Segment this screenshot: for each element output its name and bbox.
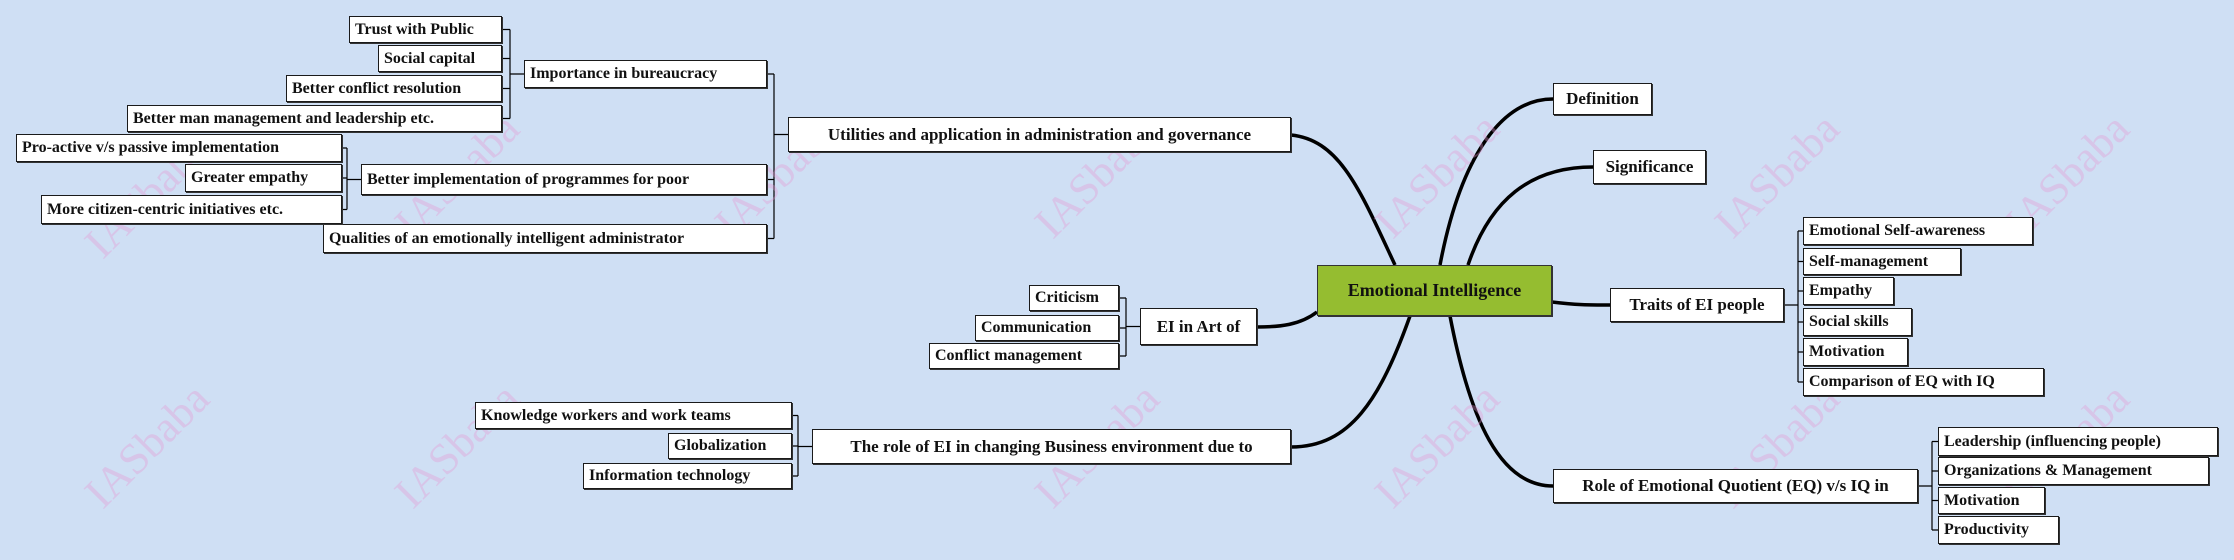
subtopic[interactable]: Motivation <box>1803 338 1908 366</box>
bracket-line <box>1918 440 1938 531</box>
subtopic[interactable]: Empathy <box>1803 277 1894 305</box>
subtopic[interactable]: Organizations & Management <box>1938 457 2209 485</box>
node-label: Knowledge workers and work teams <box>481 406 731 424</box>
subtopic-implementation[interactable]: Better implementation of programmes for … <box>361 164 767 195</box>
node-label: Globalization <box>674 437 767 454</box>
node-label: Self-management <box>1809 252 1929 270</box>
node-label: Motivation <box>1809 343 1885 360</box>
subtopic[interactable]: Comparison of EQ with IQ <box>1803 368 2044 396</box>
node-label: Better man management and leadership etc… <box>133 109 434 127</box>
node-label: Better conflict resolution <box>292 79 462 97</box>
subtopic[interactable]: Criticism <box>1029 285 1119 311</box>
leaf[interactable]: Greater empathy <box>185 164 342 192</box>
node-label: Motivation <box>1944 491 2020 509</box>
leaf[interactable]: Social capital <box>378 45 502 72</box>
branch-line <box>1438 97 1554 266</box>
subtopic[interactable]: Leadership (influencing people) <box>1938 427 2218 456</box>
node-label: Trust with Public <box>355 20 474 38</box>
node-label: Organizations & Management <box>1944 462 2152 479</box>
leaf[interactable]: More citizen-centric initiatives etc. <box>41 195 342 224</box>
node-label: Emotional Intelligence <box>1347 280 1522 300</box>
subtopic[interactable]: Emotional Self-awareness <box>1803 217 2033 245</box>
node-label: Comparison of EQ with IQ <box>1809 373 1995 390</box>
node-label: Significance <box>1605 157 1694 176</box>
topic-business[interactable]: The role of EI in changing Business envi… <box>812 429 1291 464</box>
node-label: Empathy <box>1809 282 1873 299</box>
branch-line <box>1256 310 1319 329</box>
node-label: Social skills <box>1809 313 1889 330</box>
bracket-line <box>502 28 524 120</box>
subtopic-importance[interactable]: Importance in bureaucracy <box>524 60 767 88</box>
topic-significance[interactable]: Significance <box>1593 150 1706 184</box>
branch-line <box>1448 315 1554 488</box>
subtopic[interactable]: Knowledge workers and work teams <box>475 402 792 429</box>
node-label: Communication <box>981 319 1092 336</box>
subtopic[interactable]: Motivation <box>1938 487 2045 514</box>
node-label: Utilities and application in administrat… <box>827 124 1252 144</box>
node-label: Qualities of an emotionally intelligent … <box>329 229 685 247</box>
bracket-line <box>767 73 788 240</box>
node-label: Traits of EI people <box>1629 295 1765 314</box>
subtopic[interactable]: Productivity <box>1938 516 2059 544</box>
topic-role-eq[interactable]: Role of Emotional Quotient (EQ) v/s IQ i… <box>1553 469 1918 503</box>
subtopic[interactable]: Conflict management <box>929 343 1119 369</box>
bracket-line <box>1119 297 1140 357</box>
subtopic[interactable]: Globalization <box>668 433 792 459</box>
node-label: Criticism <box>1035 289 1099 306</box>
node-label: Emotional Self-awareness <box>1809 222 1986 239</box>
node-label: Productivity <box>1944 521 2030 538</box>
topic-traits[interactable]: Traits of EI people <box>1610 288 1784 322</box>
node-label: Greater empathy <box>191 169 309 186</box>
subtopic-qualities[interactable]: Qualities of an emotionally intelligent … <box>323 224 767 253</box>
node-label: Role of Emotional Quotient (EQ) v/s IQ i… <box>1582 476 1889 495</box>
bracket-line <box>792 414 812 477</box>
topic-definition[interactable]: Definition <box>1553 83 1652 115</box>
topic-ei-art[interactable]: EI in Art of <box>1140 308 1257 345</box>
node-label: Importance in bureaucracy <box>530 65 718 82</box>
leaf[interactable]: Pro-active v/s passive implementation <box>16 134 342 162</box>
topic-utilities[interactable]: Utilities and application in administrat… <box>788 117 1291 152</box>
node-label: Leadership (influencing people) <box>1944 432 2161 450</box>
leaf[interactable]: Better man management and leadership etc… <box>127 105 502 132</box>
node-label: Conflict management <box>935 347 1083 364</box>
branch-line <box>1290 133 1397 266</box>
subtopic[interactable]: Social skills <box>1803 308 1912 336</box>
bracket-line <box>1784 230 1803 383</box>
node-label: Information technology <box>589 467 751 484</box>
subtopic[interactable]: Self-management <box>1803 248 1961 275</box>
node-label: The role of EI in changing Business envi… <box>850 436 1253 456</box>
branch-line <box>1466 165 1594 266</box>
node-label: Definition <box>1566 89 1639 108</box>
leaf[interactable]: Trust with Public <box>349 16 502 43</box>
node-label: EI in Art of <box>1156 316 1241 336</box>
leaf[interactable]: Better conflict resolution <box>286 75 502 102</box>
node-label: Social capital <box>384 49 476 67</box>
central-topic[interactable]: Emotional Intelligence <box>1317 265 1552 316</box>
bracket-line <box>342 147 361 211</box>
node-label: More citizen-centric initiatives etc. <box>47 200 284 218</box>
branch-line <box>1290 315 1412 449</box>
subtopic[interactable]: Information technology <box>583 463 792 489</box>
subtopic[interactable]: Communication <box>975 315 1119 341</box>
node-label: Pro-active v/s passive implementation <box>22 139 280 156</box>
branch-line <box>1551 300 1611 307</box>
node-label: Better implementation of programmes for … <box>367 170 690 188</box>
